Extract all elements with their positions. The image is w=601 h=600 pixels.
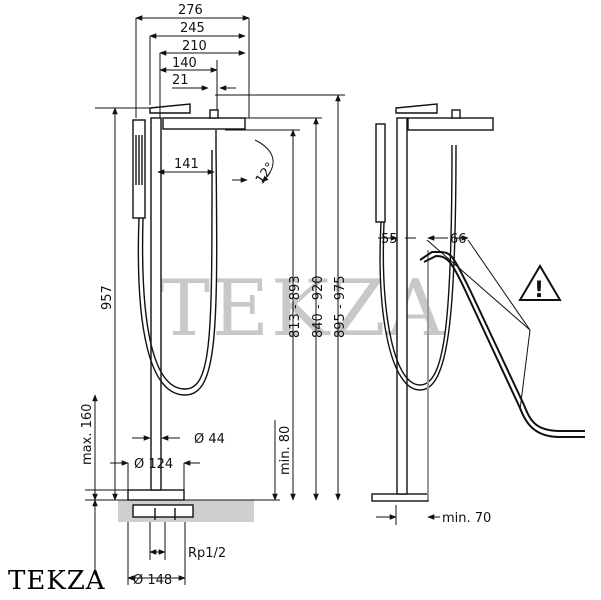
side-view [371,103,585,502]
dim-max-160: max. 160 [80,404,95,465]
dim-245: 245 [180,21,205,36]
warning-icon: ! [534,278,544,303]
dim-813-893: 813 - 893 [288,275,303,338]
dim-min-70: min. 70 [442,511,491,526]
spout [162,117,246,130]
base-plate [127,489,185,501]
column [150,117,162,491]
dim-d148: Ø 148 [133,573,172,588]
dim-895-975: 895 - 975 [333,275,348,338]
front-view [85,103,280,522]
dim-55: 55 [381,232,398,247]
dim-66: 66 [450,232,467,247]
dim-840-920: 840 - 920 [311,275,326,338]
warning-triangle [518,264,562,301]
dim-210: 210 [182,39,207,54]
bath-rim [419,251,585,432]
dim-957: 957 [100,285,115,310]
dim-angle: 12° [253,160,279,187]
brand-logo: TEKZA [8,566,106,596]
hose [137,130,218,396]
dim-140: 140 [172,56,197,71]
dim-d44: Ø 44 [194,432,225,447]
dim-d124: Ø 124 [134,457,173,472]
dim-141: 141 [174,157,199,172]
watermark-text: TEKZA [158,264,446,354]
dim-min-80: min. 80 [278,426,293,475]
dim-rp12: Rp1/2 [188,546,226,561]
dim-276: 276 [178,3,203,18]
dim-21: 21 [172,73,189,88]
